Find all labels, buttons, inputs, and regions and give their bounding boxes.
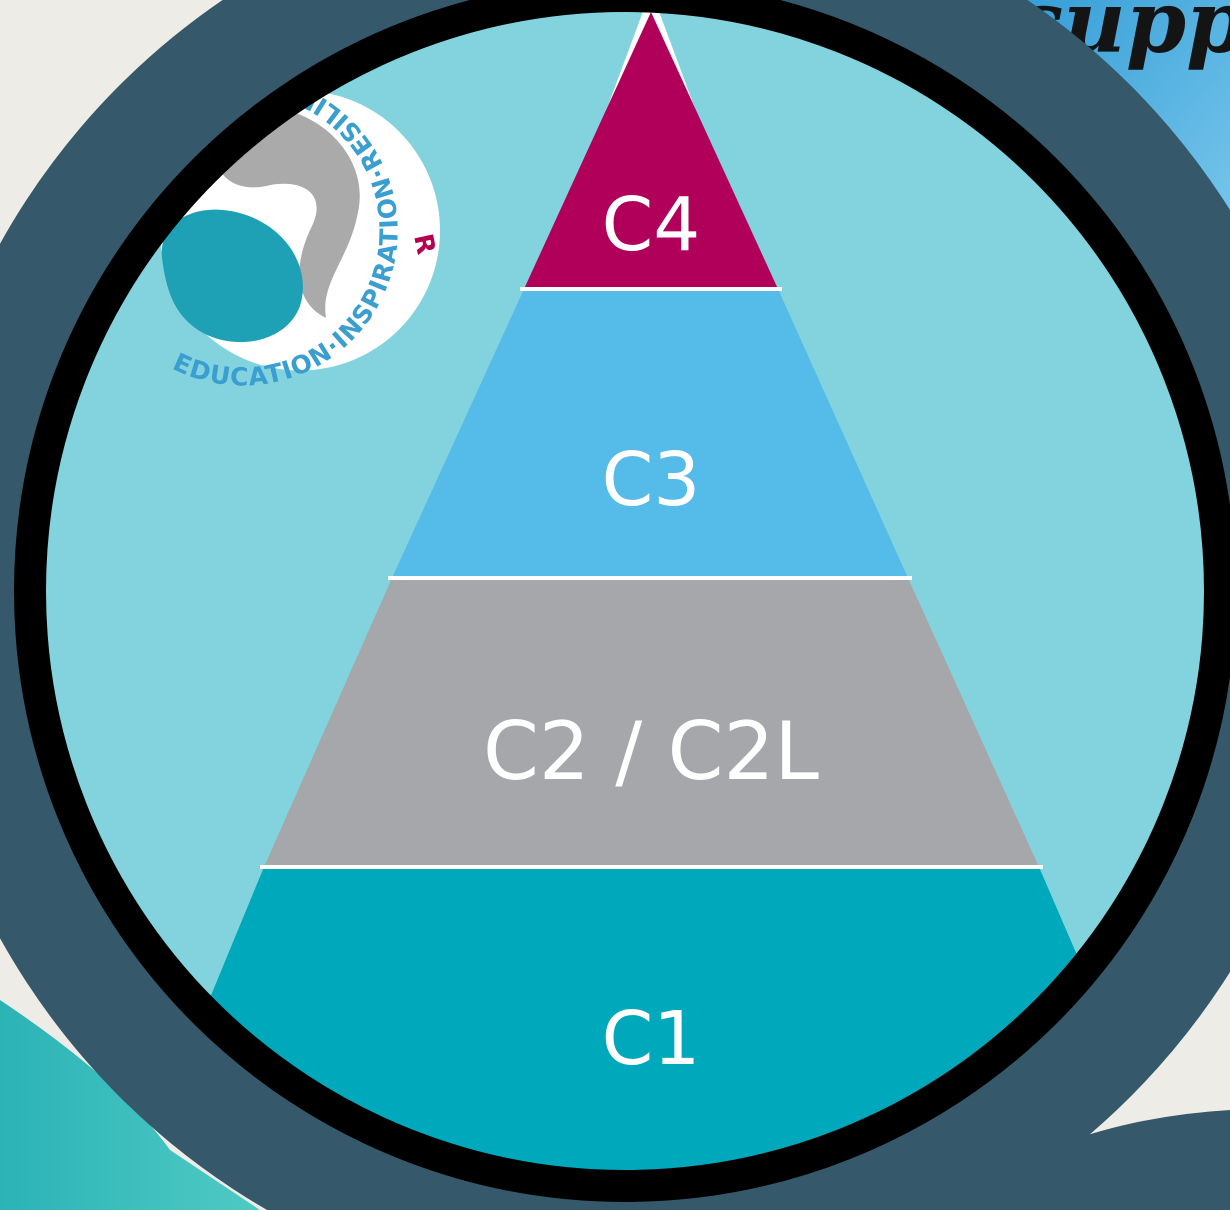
- badge-grey-swoosh: [215, 107, 360, 319]
- badge-teal-mark: [161, 209, 303, 343]
- pyramid-level-c4: [524, 12, 778, 289]
- pyramid-level-c2: [264, 578, 1039, 867]
- level-label-c1: C1: [602, 996, 701, 1082]
- badge-logo: EDUCATION·INSPIRATION·RESILIENCE· R: [160, 69, 441, 392]
- level-label-c3: C3: [602, 437, 701, 523]
- level-label-c2: C2 / C2L: [483, 705, 819, 798]
- magnifier-border: [14, 0, 1230, 1202]
- pyramid-level-c3: [392, 289, 908, 578]
- level-label-c4: C4: [602, 182, 701, 268]
